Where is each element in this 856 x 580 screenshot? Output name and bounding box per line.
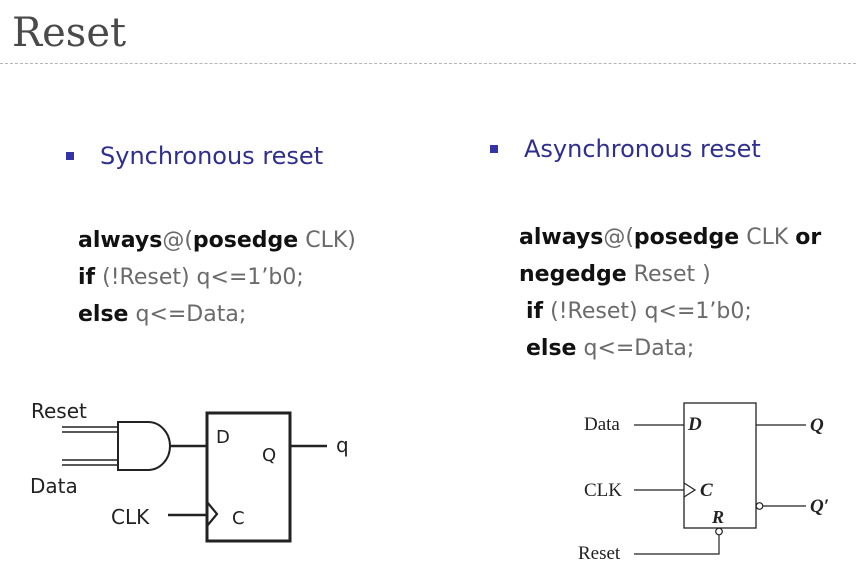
code-text: (!Reset) q<=1’b0; (95, 265, 304, 290)
sync-c-pin: C (232, 508, 245, 529)
sync-heading-row: Synchronous reset (66, 142, 323, 170)
sync-code-block: always@(posedge CLK) if (!Reset) q<=1’b0… (78, 222, 356, 333)
sync-q-out-label: q (336, 433, 349, 457)
code-text: @( (603, 225, 634, 250)
async-q-out-label: Q (810, 415, 824, 436)
bullet-square-icon (490, 145, 498, 153)
async-heading-row: Asynchronous reset (490, 135, 761, 163)
code-text: CLK) (298, 228, 356, 253)
async-code-line-2: negedge Reset ) (519, 256, 821, 293)
sync-heading: Synchronous reset (100, 142, 324, 170)
async-reset-wire (634, 535, 720, 555)
inversion-bubble-icon (715, 527, 723, 536)
async-code-line-4: else q<=Data; (519, 330, 821, 367)
async-data-label: Data (584, 414, 620, 435)
keyword: else (78, 302, 129, 327)
async-reset-label: Reset (578, 543, 621, 564)
async-r-pin: R (711, 507, 724, 527)
async-flipflop-box (683, 402, 757, 529)
keyword: else (526, 336, 577, 361)
bullet-square-icon (66, 152, 74, 160)
title-divider (0, 63, 856, 64)
keyword: always (78, 228, 163, 253)
async-d-pin: D (687, 414, 702, 435)
sync-code-line-2: if (!Reset) q<=1’b0; (78, 259, 356, 296)
inversion-bubble-icon (755, 502, 764, 510)
async-heading: Asynchronous reset (524, 135, 761, 163)
clock-triangle-icon (206, 501, 219, 527)
sync-clk-label: CLK (111, 505, 150, 529)
async-c-pin: C (700, 480, 713, 501)
code-text: @( (162, 228, 193, 253)
code-text: CLK (739, 225, 796, 250)
sync-circuit: Reset Data CLK D Q C q (30, 399, 349, 543)
keyword: or (795, 225, 822, 250)
keyword: always (519, 225, 604, 250)
async-code-line-1: always@(posedge CLK or (519, 219, 821, 256)
async-qbar-out-label: Q′ (810, 496, 829, 517)
sync-reset-label: Reset (31, 399, 87, 423)
sync-d-pin: D (216, 427, 230, 448)
keyword: negedge (519, 262, 627, 287)
sync-q-pin: Q (262, 445, 276, 466)
sync-flipflop-box (205, 411, 292, 543)
sync-data-label: Data (30, 474, 78, 498)
code-text: q<=Data; (128, 302, 247, 327)
sync-code-line-1: always@(posedge CLK) (78, 222, 356, 259)
and-gate-icon (117, 421, 171, 471)
slide-title: Reset (12, 10, 127, 56)
async-code-line-3: if (!Reset) q<=1’b0; (519, 293, 821, 330)
clock-triangle-icon (683, 482, 697, 498)
async-code-block: always@(posedge CLK or negedge Reset ) i… (519, 219, 821, 367)
sync-code-line-3: else q<=Data; (78, 296, 356, 333)
keyword: posedge (192, 228, 299, 253)
code-text: Reset ) (626, 262, 711, 287)
code-text: q<=Data; (576, 336, 695, 361)
code-text: (!Reset) q<=1’b0; (543, 299, 752, 324)
async-clk-label: CLK (584, 480, 622, 501)
async-circuit: Data CLK Reset D C R Q Q′ (578, 402, 829, 564)
keyword: posedge (633, 225, 740, 250)
keyword: if (78, 265, 96, 290)
keyword: if (526, 299, 544, 324)
